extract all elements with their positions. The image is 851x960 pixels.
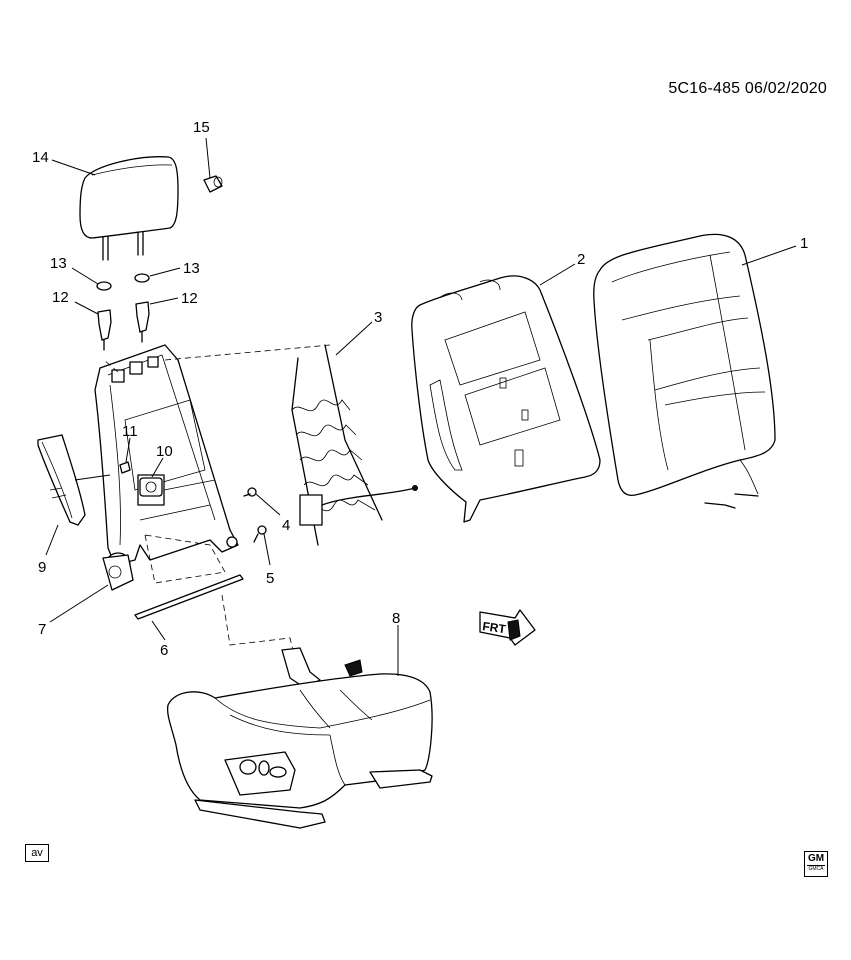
guide-guide (103, 359, 119, 373)
callout-2: 2 (577, 251, 585, 268)
callout-13b: 13 (183, 260, 200, 277)
av-tag: av (25, 844, 49, 862)
gm-logo-subtext: GMCA (807, 865, 825, 872)
seat-cushion-assembly (166, 625, 433, 829)
suspension-mat (291, 321, 418, 546)
callout-11: 11 (122, 423, 138, 440)
nut (119, 437, 131, 474)
callout-10: 10 (156, 443, 173, 460)
headrest-button (203, 137, 223, 193)
gm-logo: GM GMCA (804, 851, 828, 877)
callout-1: 1 (800, 235, 808, 252)
seatback-panel (411, 263, 601, 523)
callout-14: 14 (32, 149, 49, 166)
callout-6: 8 (392, 610, 400, 627)
front-direction-arrow: FRT (479, 609, 536, 646)
headrest (51, 156, 179, 261)
callout-5: 5 (266, 570, 274, 587)
callout-13a: 13 (50, 255, 67, 272)
cross-rod (134, 574, 244, 641)
document-id: 5C16-485 06/02/2020 (668, 80, 827, 97)
bolt-5 (253, 525, 271, 566)
guide-left (74, 301, 112, 351)
frt-label: FRT (482, 619, 508, 636)
bolt-4 (243, 487, 281, 516)
guide-right (135, 297, 179, 343)
leader-8 (49, 584, 109, 623)
callout-15: 15 (193, 119, 210, 136)
callout-12b: 12 (181, 290, 198, 307)
washer-right (134, 267, 181, 283)
gm-logo-text: GM (807, 853, 825, 864)
side-trim-panel (37, 434, 111, 556)
callout-9: 9 (38, 559, 46, 576)
guide-frame-rod (144, 534, 226, 584)
seatback-cover (593, 233, 797, 509)
callout-8: 7 (38, 621, 46, 638)
callout-4: 4 (282, 517, 290, 534)
callout-7: 6 (160, 642, 168, 659)
washer-left (71, 267, 112, 291)
callout-12a: 12 (52, 289, 69, 306)
callout-3: 3 (374, 309, 382, 326)
lumbar-motor (139, 457, 164, 497)
